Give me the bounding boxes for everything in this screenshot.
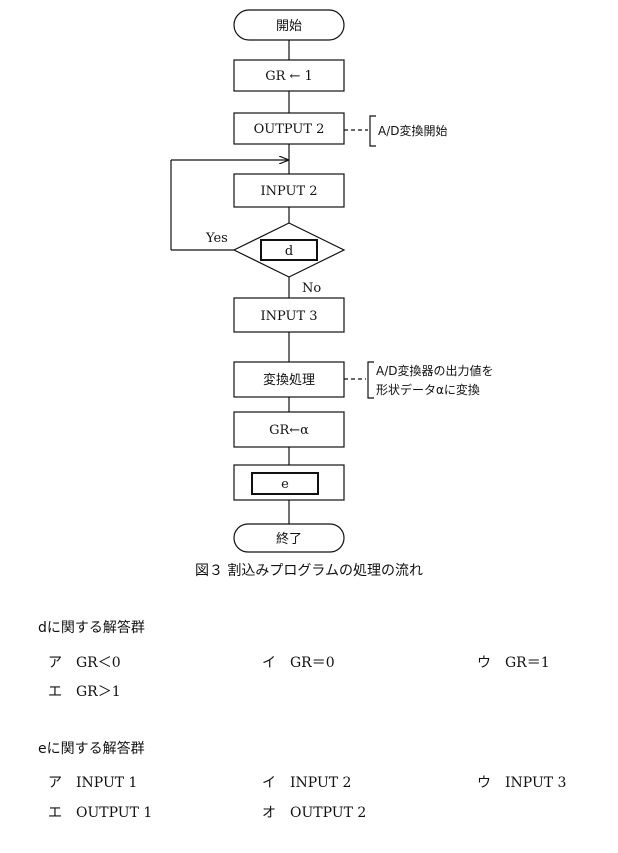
answer-d-choice-i: イ GR＝0	[262, 652, 335, 672]
answer-d-choice-a: ア GR＜0	[48, 652, 121, 672]
loop-back-line	[170, 160, 288, 251]
choice-mark: ア	[48, 655, 62, 671]
annotation-2-text-line1: A/D変換器の出力値を	[376, 363, 494, 378]
start-terminal	[233, 9, 345, 41]
choice-mark: オ	[262, 805, 276, 821]
decision-blank-box	[260, 239, 318, 261]
process-conversion	[233, 361, 345, 398]
answer-e-choice-o: オ OUTPUT 2	[262, 802, 366, 822]
choice-mark: イ	[262, 775, 276, 791]
process-e-blank-box	[251, 472, 319, 495]
decision-label: d	[285, 244, 293, 259]
figure-caption: 図３ 割込みプログラムの処理の流れ	[194, 563, 424, 579]
annotation-2-bracket	[367, 361, 374, 399]
choice-mark: イ	[262, 655, 276, 671]
process-input-3	[233, 297, 345, 333]
answer-d-choice-e: エ GR＞1	[48, 681, 121, 701]
choice-text: GR＝1	[505, 655, 550, 671]
answer-e-choice-u: ウ INPUT 3	[477, 772, 566, 792]
choice-mark: ウ	[477, 775, 491, 791]
choice-mark: エ	[48, 805, 62, 821]
process-output-2-label: OUTPUT 2	[254, 122, 325, 137]
choice-mark: エ	[48, 684, 62, 700]
yes-label: Yes	[205, 231, 228, 246]
flowchart: 開始 GR ← 1 OUTPUT 2 A/D変換開始 INPUT 2 d Yes…	[170, 9, 494, 553]
annotation-1-text: A/D変換開始	[378, 123, 448, 138]
choice-text: GR＞1	[76, 684, 121, 700]
process-gr-1	[233, 59, 345, 92]
process-e-label: e	[281, 477, 289, 492]
no-label: No	[302, 281, 321, 296]
annotation-1-bracket	[369, 115, 376, 147]
choice-text: OUTPUT 1	[76, 805, 153, 821]
choice-text: OUTPUT 2	[290, 805, 367, 821]
process-gr-alpha	[233, 411, 345, 448]
answer-e-choice-a: ア INPUT 1	[48, 772, 137, 792]
choice-text: INPUT 1	[76, 775, 138, 791]
choice-mark: ウ	[477, 655, 491, 671]
answer-group-e-title: eに関する解答群	[38, 741, 145, 757]
choice-text: INPUT 3	[505, 775, 567, 791]
process-conversion-label: 変換処理	[263, 372, 315, 388]
process-input-3-label: INPUT 3	[260, 309, 317, 324]
process-input-2-label: INPUT 2	[260, 184, 317, 199]
answer-group-d-title: dに関する解答群	[38, 620, 145, 636]
process-gr-alpha-label: GR←α	[269, 423, 309, 438]
choice-text: GR＜0	[76, 655, 121, 671]
choice-mark: ア	[48, 775, 62, 791]
process-gr-1-label: GR ← 1	[265, 69, 313, 84]
choice-text: GR＝0	[290, 655, 335, 671]
process-input-2	[233, 173, 345, 208]
end-label: 終了	[276, 531, 302, 547]
end-terminal	[233, 523, 345, 553]
annotation-2-text-line2: 形状データαに変換	[376, 382, 480, 397]
choice-text: INPUT 2	[290, 775, 352, 791]
process-output-2	[233, 112, 345, 145]
answer-d-choice-u: ウ GR＝1	[477, 652, 550, 672]
answer-e-choice-i: イ INPUT 2	[262, 772, 351, 792]
start-label: 開始	[276, 19, 302, 34]
answer-e-choice-e: エ OUTPUT 1	[48, 802, 152, 822]
